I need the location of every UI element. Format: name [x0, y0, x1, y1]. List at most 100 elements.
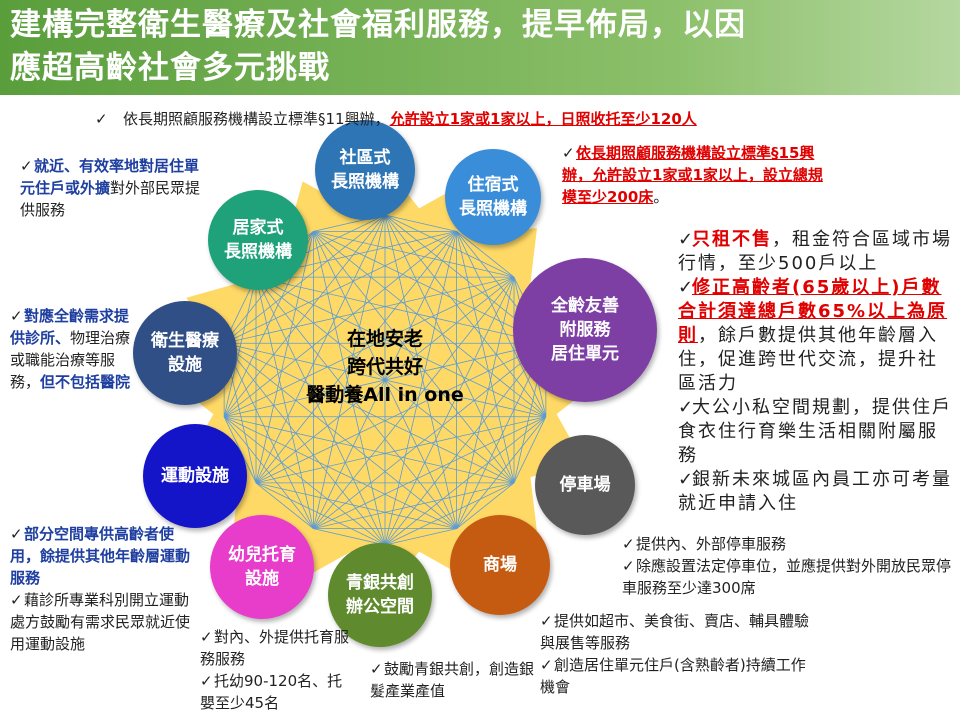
mesh-line	[255, 416, 546, 484]
check-icon: ✓	[10, 307, 23, 325]
note-text: 允許設立1家或1家以上，日照收托至少120人	[389, 110, 697, 128]
mesh-line	[223, 343, 386, 546]
note-bullet: ✓只租不售，租金符合區域市場行情，至少500戶以上	[678, 228, 953, 276]
mesh-line	[513, 416, 547, 484]
note-mall: ✓提供如超市、美食街、賣店、輔具體驗與展售等服務✓創造居住單元住戶(含熟齡者)持…	[540, 610, 810, 698]
check-icon: ✓	[678, 277, 696, 298]
mesh-line	[255, 276, 547, 418]
mesh-line	[255, 482, 457, 530]
check-icon: ✓	[200, 628, 213, 646]
node-cowork: 青銀共創 辦公空間	[328, 543, 432, 647]
check-icon: ✓	[200, 672, 213, 690]
note-housing: ✓只租不售，租金符合區域市場行情，至少500戶以上✓修正高齡者(65歲以上)戶數…	[678, 228, 953, 516]
check-icon: ✓	[678, 469, 696, 490]
note-text: 提供如超市、美食街、賣店、輔具體驗與展售等服務	[540, 612, 810, 652]
mesh-line	[255, 231, 314, 483]
note-sports: ✓部分空間專供高齡者使用，餘提供其他年齡層運動服務✓藉診所專業科別開立運動處方鼓…	[10, 523, 190, 655]
note-text: 對應全齡需求提供診所、	[10, 307, 130, 347]
node-medical: 衛生醫療 設施	[133, 301, 237, 405]
note-text: 銀新未來城區內員工亦可考量就近申請入住	[678, 469, 952, 514]
note-text: 托幼90-120名、托嬰至少45名	[200, 672, 343, 712]
note-bullet: ✓提供內、外部停車服務	[622, 533, 952, 555]
note-parking: ✓提供內、外部停車服務 ✓除應設置法定停車位，並應提供對外開放民眾停車服務至少達3…	[622, 533, 952, 599]
note-text: 大公小私空間規劃，提供住戶食衣住行育樂生活相關附屬服務	[678, 397, 952, 466]
mesh-line	[255, 277, 314, 529]
mesh-line	[223, 343, 314, 529]
mesh-line	[313, 528, 386, 546]
node-community-care: 社區式 長照機構	[315, 120, 415, 220]
node-mall: 商場	[450, 515, 550, 615]
note-text: 依長期照顧服務機構設立標準§11興辦，	[123, 110, 390, 128]
check-icon: ✓	[95, 110, 108, 128]
note-text: 就近、有效率地對居住單元住戶或外擴	[20, 157, 200, 197]
note-text: 只租不售	[692, 229, 772, 250]
note-bullet: ✓部分空間專供高齡者使用，餘提供其他年齡層運動服務	[10, 523, 190, 589]
note-text: ，租金符合區域市場行情，至少500戶以上	[678, 229, 952, 274]
note-residential: ✓依長期照顧服務機構設立標準§15興辦，允許設立1家或1家以上，設立總規模至少2…	[562, 142, 832, 208]
check-icon: ✓	[678, 229, 696, 250]
mesh-line	[384, 276, 515, 546]
note-medical: ✓對應全齡需求提供診所、物理治療或職能治療等服務，但不包括醫院	[10, 305, 140, 393]
mesh-line	[313, 231, 547, 418]
mesh-line	[384, 214, 457, 232]
note-text: 對內、外提供托育服務服務	[200, 628, 350, 668]
note-text: 除應設置法定停車位，並應提供對外開放民眾停車服務至少達300席	[622, 557, 952, 597]
node-sports: 運動設施	[143, 424, 247, 528]
mesh-line	[224, 416, 515, 484]
note-bullet: ✓對應全齡需求提供診所、物理治療或職能治療等服務，但不包括醫院	[10, 305, 140, 393]
note-bullet: ✓藉診所專業科別開立運動處方鼓勵有需求民眾就近使用運動設施	[10, 589, 190, 655]
note-text: 部分空間專供高齡者使用，餘提供其他年齡層運動服務	[10, 525, 191, 587]
mesh-line	[223, 416, 457, 530]
mesh-line	[255, 276, 386, 546]
note-text: 創造居住單元住戶(含熟齡者)持續工作機會	[540, 656, 806, 696]
mesh-line	[313, 342, 547, 529]
note-bullet: ✓修正高齡者(65歲以上)戶數合計須達總戶數65%以上為原則，餘戶數提供其他年齡…	[678, 276, 953, 396]
mesh-line	[223, 342, 515, 484]
mesh-line	[223, 416, 314, 529]
note-cowork: ✓鼓勵青銀共創，創造銀髮產業產值	[370, 658, 545, 702]
note-bullet: ✓銀新未來城區內員工亦可考量就近申請入住	[678, 468, 953, 516]
mesh-line	[255, 214, 386, 484]
note-top: ✓ 依長期照顧服務機構設立標準§11興辦，允許設立1家或1家以上，日照收托至少12…	[95, 108, 855, 130]
center-line2: 跨代共好	[346, 356, 423, 378]
check-icon: ✓	[622, 557, 635, 575]
check-icon: ✓	[370, 660, 383, 678]
note-text: ，餘戶數提供其他年齡層入住，促進跨世代交流，提升社區活力	[678, 325, 938, 394]
note-text: 鼓勵青銀共創，創造銀髮產業產值	[370, 660, 535, 700]
center-label: 在地安老 跨代共好 醫動養All in one	[305, 325, 465, 409]
mesh-line	[223, 416, 386, 546]
mesh-line	[224, 276, 515, 344]
note-bullet: ✓大公小私空間規劃，提供住戶食衣住行育樂生活相關附屬服務	[678, 396, 953, 468]
mesh-line	[384, 416, 547, 546]
node-home-care: 居家式 長照機構	[208, 190, 308, 290]
mesh-line	[384, 214, 515, 484]
note-text: 對外部民眾提供服務	[20, 179, 201, 219]
mesh-line	[313, 231, 457, 529]
mesh-line	[223, 231, 457, 418]
note-bullet: ✓鼓勵青銀共創，創造銀髮產業產值	[370, 658, 545, 702]
node-residential-care: 住宿式 長照機構	[445, 149, 541, 245]
note-bullet: ✓ 依長期照顧服務機構設立標準§11興辦，允許設立1家或1家以上，日照收托至少12…	[95, 108, 855, 130]
mesh-line	[313, 231, 515, 484]
mesh-line	[313, 482, 515, 530]
mesh-line	[255, 482, 386, 546]
check-icon: ✓	[10, 591, 23, 609]
check-icon: ✓	[540, 612, 553, 630]
check-icon: ✓	[540, 656, 553, 674]
mesh-line	[384, 528, 457, 546]
mesh-line	[313, 230, 547, 344]
note-text: 修正高齡者(65歲以上)戶數合計須達總戶數65%以上為原則	[678, 277, 948, 346]
mesh-line	[313, 231, 386, 546]
note-text: 物理治療或職能治療等服務，	[10, 329, 131, 391]
mesh-line	[456, 482, 515, 529]
note-bullet: ✓對內、外提供托育服務服務	[200, 626, 350, 670]
center-line3: 醫動養All in one	[306, 384, 464, 406]
mesh-line	[223, 342, 457, 529]
check-icon: ✓	[678, 397, 696, 418]
note-text: 但不包括醫院	[40, 373, 131, 391]
mesh-line	[456, 231, 515, 278]
note-childcare: ✓對內、外提供托育服務服務✓托幼90-120名、托嬰至少45名	[200, 626, 350, 714]
title-line1: 建構完整衛生醫療及社會福利服務，提早佈局，以因	[10, 7, 746, 43]
title-bar: 建構完整衛生醫療及社會福利服務，提早佈局，以因應超高齡社會多元挑戰	[0, 0, 960, 95]
note-bullet: ✓提供如超市、美食街、賣店、輔具體驗與展售等服務	[540, 610, 810, 654]
